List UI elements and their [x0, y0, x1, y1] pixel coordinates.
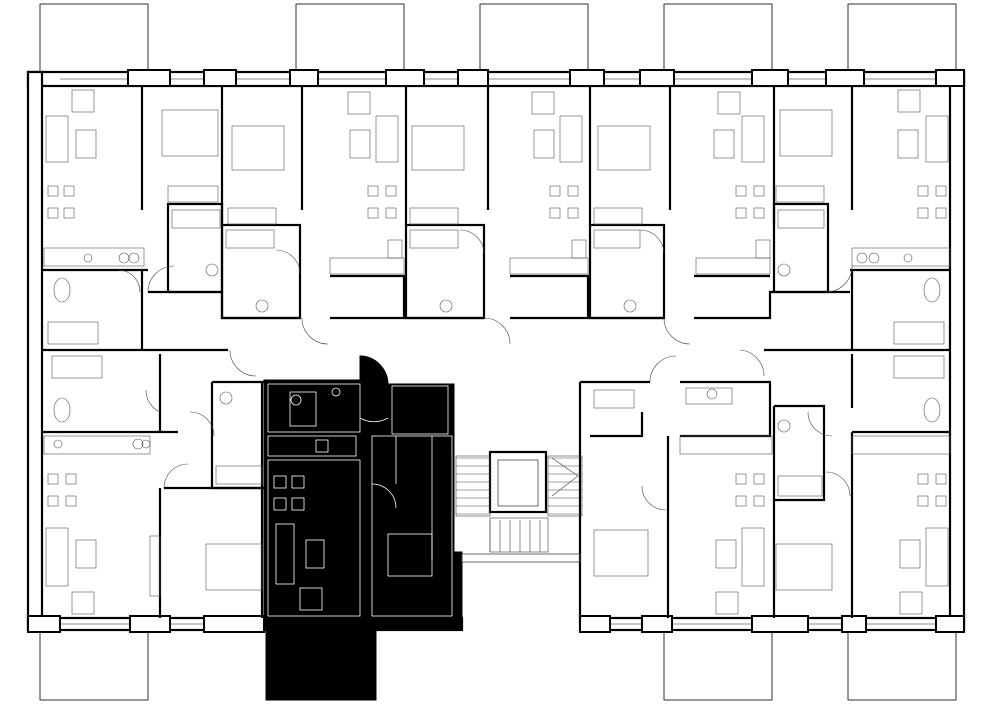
highlighted-apartment[interactable] [263, 355, 463, 631]
stair-flight-east [547, 455, 583, 517]
balconies-south [39, 627, 957, 701]
balconies-north [39, 3, 957, 75]
interior-walls-north [42, 86, 950, 352]
balcony-south-highlighted[interactable] [265, 627, 377, 701]
furniture-south [43, 355, 951, 615]
balcony-north-3[interactable] [479, 3, 589, 75]
balcony-north-5[interactable] [847, 3, 957, 75]
stair-flight-west [455, 455, 491, 517]
balcony-south-4[interactable] [847, 629, 957, 701]
balcony-south-3[interactable] [663, 629, 773, 701]
balcony-north-2[interactable] [295, 3, 405, 75]
interior-walls-south [42, 354, 950, 618]
stair-landing-south [489, 517, 549, 553]
balcony-north-4[interactable] [663, 3, 773, 75]
stair-core [455, 450, 583, 563]
balcony-north-1[interactable] [39, 3, 149, 75]
furniture-north [43, 89, 951, 345]
balcony-south-1[interactable] [39, 629, 149, 701]
doors [117, 229, 853, 511]
